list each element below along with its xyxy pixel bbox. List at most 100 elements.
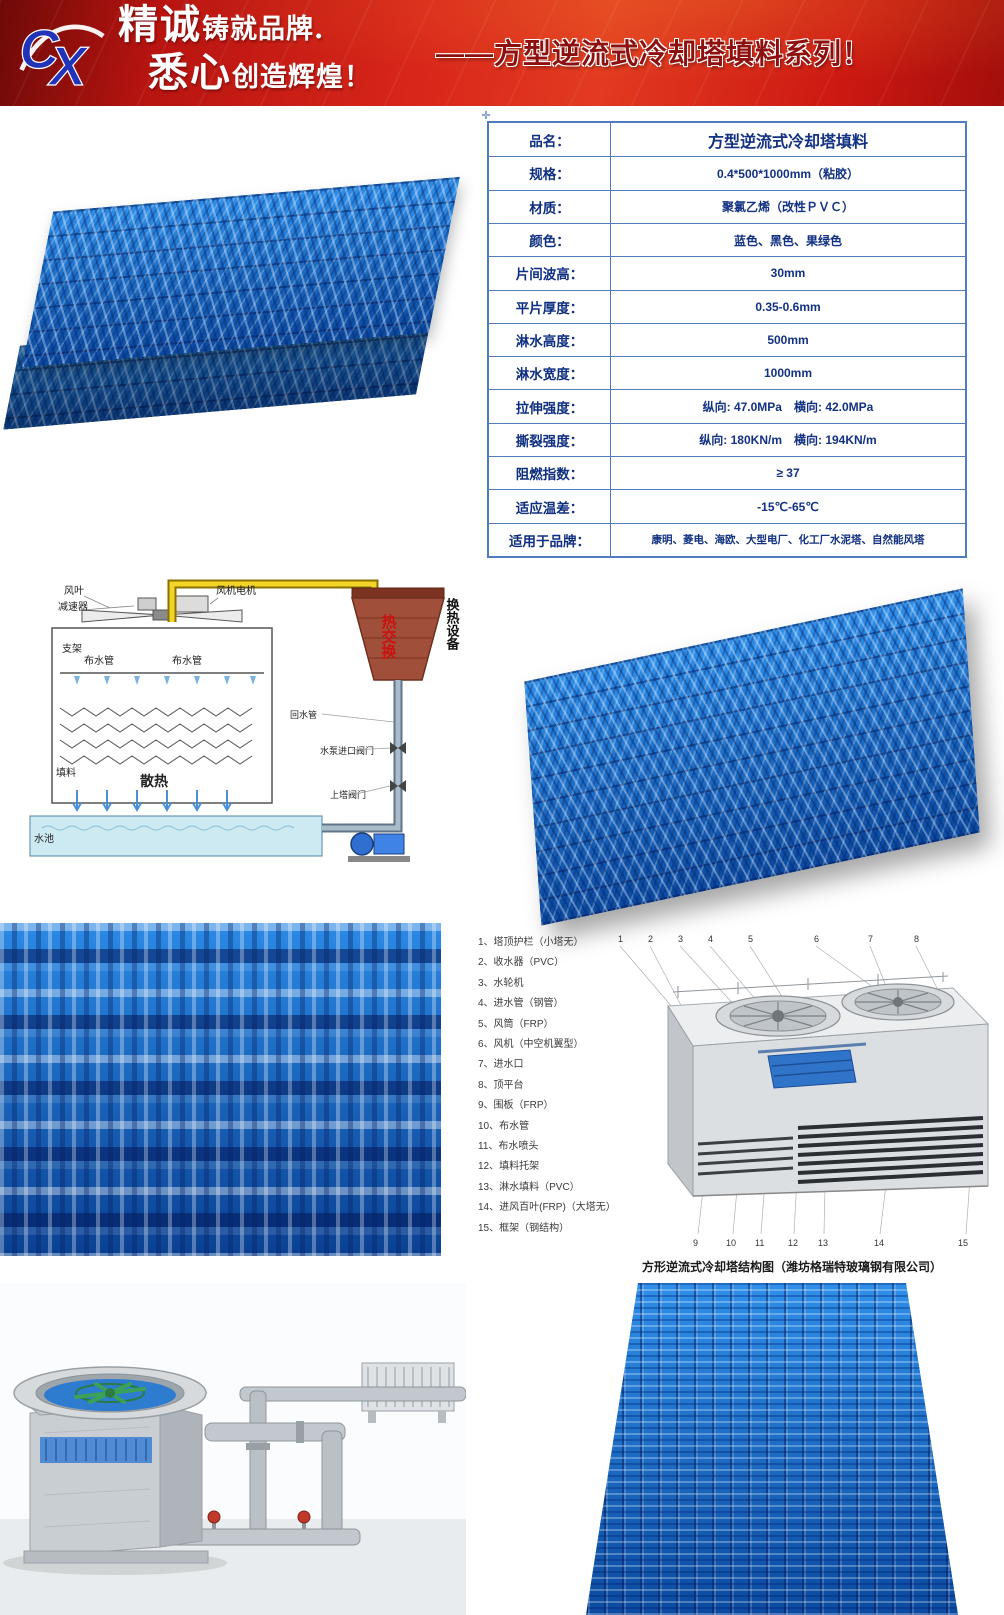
product-photo-fill-vertical [586,1283,958,1615]
label-heat-device: 换热设备 [445,597,461,651]
diagram-numbers: 1 2 3 4 5 6 7 8 9 10 11 12 13 14 15 [618,934,968,1248]
cooling-system-schematic: 风叶 减速器 风机电机 支架 布水管 布水管 填料 散热 水池 回水管 水泵进口… [29,579,460,862]
num-15: 15 [958,1238,968,1248]
spec-row-material: 材质： 聚氯乙烯（改性ＰＶＣ） [489,189,965,223]
num-6: 6 [814,934,819,944]
spec-row-tear: 撕裂强度： 纵向: 180KN/m 横向: 194KN/m [489,422,965,457]
company-logo: C X [14,7,108,99]
fill-and-piping [757,1042,867,1089]
spec-row-tensile: 拉伸强度： 纵向: 47.0MPa 横向: 42.0MPa [489,389,965,423]
label-fan-motor: 风机电机 [216,584,256,597]
parts-list: 1、塔顶护栏（小塔无） 2、收水器（PVC） 3、水轮机 4、进水管（钢管） 5… [478,933,618,1239]
label-spray-pipe-2: 布水管 [172,654,202,667]
spec-value: 30mm [770,266,806,281]
spec-table: 品名： 方型逆流式冷却塔填料 规格： 0.4*500*1000mm（粘胶） 材质… [487,121,967,558]
part-item: 7、进水口 [478,1059,524,1071]
spec-value: 聚氯乙烯（改性ＰＶＣ） [721,200,854,215]
slogan2-rest: 创造辉煌！ [232,62,372,93]
slogan1-big: 精诚 [118,1,202,48]
spec-label: 阻燃指数： [489,457,611,490]
spec-value: 方型逆流式冷却塔填料 [707,133,868,151]
label-heat: 散热 [140,773,168,789]
spec-label: 适用于品牌： [489,523,611,556]
spec-value: 纵向: 180KN/m 横向: 194KN/m [699,433,877,448]
spec-value: 1000mm [763,366,813,381]
label-heat-exchange: 热交换 [380,613,397,660]
spec-row-thickness: 平片厚度： 0.35-0.6mm [489,289,965,323]
part-item: 15、框架（钢结构） [478,1222,570,1234]
spec-value: -15℃-65℃ [757,499,819,514]
num-12: 12 [788,1238,798,1248]
spec-label: 颜色： [489,223,611,257]
part-item: 1、塔顶护栏（小塔无） [478,937,584,948]
part-item: 11、布水喷头 [478,1141,539,1153]
schematic-labels: 风叶 减速器 风机电机 支架 布水管 布水管 填料 散热 水池 回水管 水泵进口… [34,584,460,845]
spec-row-height: 淋水高度： 500mm [489,322,965,357]
num-11: 11 [755,1238,764,1248]
num-8: 8 [914,934,919,944]
slogan1-rest: 铸就品牌. [202,14,325,45]
logo-letter-c: C [20,19,61,80]
num-9: 9 [693,1238,698,1248]
label-bracket: 支架 [62,643,82,655]
spec-row-wave-height: 片间波高： 30mm [489,256,965,290]
num-14: 14 [874,1238,884,1248]
label-pump-inlet-valve: 水泵进口阀门 [320,745,374,756]
num-2: 2 [648,934,653,944]
anchor-icon: ✛ [481,110,491,122]
part-item: 13、淋水填料（PVC） [478,1181,580,1193]
series-title: ——方型逆流式冷却塔填料系列！ [436,38,872,69]
spec-label: 片间波高： [489,257,611,290]
slogan-line-2: 悉心创造辉煌！ [148,50,372,96]
part-item: 3、水轮机 [478,977,524,989]
product-photo-fill-closeup [0,923,441,1256]
spec-label: 拉伸强度： [489,390,611,423]
spec-row-flame: 阻燃指数： ≥ 37 [489,456,965,490]
part-item: 2、收水器（PVC） [478,957,565,969]
top-banner: C X 精诚铸就品牌. 悉心创造辉煌！ ——方型逆流式冷却塔填料系列！ [0,0,1004,106]
part-item: 5、风筒（FRP） [478,1018,554,1030]
spec-value: 康明、菱电、海欧、大型电厂、化工厂水泥塔、自然能风塔 [651,534,925,547]
label-reducer: 减速器 [58,601,88,613]
spec-label: 平片厚度： [489,290,611,323]
spec-value: 0.35-0.6mm [755,299,821,314]
num-4: 4 [708,934,713,944]
tower-structure-diagram: 1 2 3 4 5 6 7 8 9 10 11 12 13 14 15 [618,934,990,1248]
part-item: 4、进水管（钢管） [478,998,564,1010]
num-5: 5 [748,934,753,944]
spec-row-width: 淋水宽度： 1000mm [489,356,965,390]
spec-label: 撕裂强度： [489,423,611,457]
label-fill: 填料 [56,766,76,779]
product-photo-fill-stack [3,176,468,438]
air-inlet-louvers [692,1116,989,1197]
spec-label: 适应温差： [489,490,611,523]
structure-diagram-caption: 方形逆流式冷却塔结构图（潍坊格瑞特玻璃钢有限公司） [641,1260,942,1274]
logo-graphic: C X [19,18,105,98]
num-3: 3 [678,934,683,944]
label-spray-pipe: 布水管 [84,654,114,667]
product-photo-fill-sheet [502,588,1000,926]
spec-label: 淋水高度： [489,323,611,357]
label-tower-valve: 上塔阀门 [330,789,366,800]
num-1: 1 [618,934,623,944]
part-item: 10、布水管 [478,1120,530,1132]
heat-exchanger-funnel [351,587,445,681]
red-valve-icon-2 [297,1510,311,1529]
spec-label: 品名： [489,123,611,157]
slogan-line-1: 精诚铸就品牌. [118,2,372,48]
spec-row-brands: 适用于品牌： 康明、菱电、海欧、大型电厂、化工厂水泥塔、自然能风塔 [489,522,965,556]
render-cooling-tower [13,1366,209,1564]
spec-row-size: 规格： 0.4*500*1000mm（粘胶） [489,156,965,190]
num-10: 10 [726,1238,736,1248]
tower-body [51,627,273,813]
green-fan-icon [74,1382,146,1404]
part-item: 8、顶平台 [478,1079,524,1091]
return-pipe-and-pump [322,680,410,862]
spec-label: 材质： [489,190,611,223]
water-pool [29,815,323,857]
label-fan-blade: 风叶 [64,585,84,597]
spec-value: 0.4*500*1000mm（粘胶） [716,166,860,181]
label-pool: 水池 [34,832,54,845]
spec-value: ≥ 37 [776,466,800,481]
fill-sheet-surface [524,588,980,926]
